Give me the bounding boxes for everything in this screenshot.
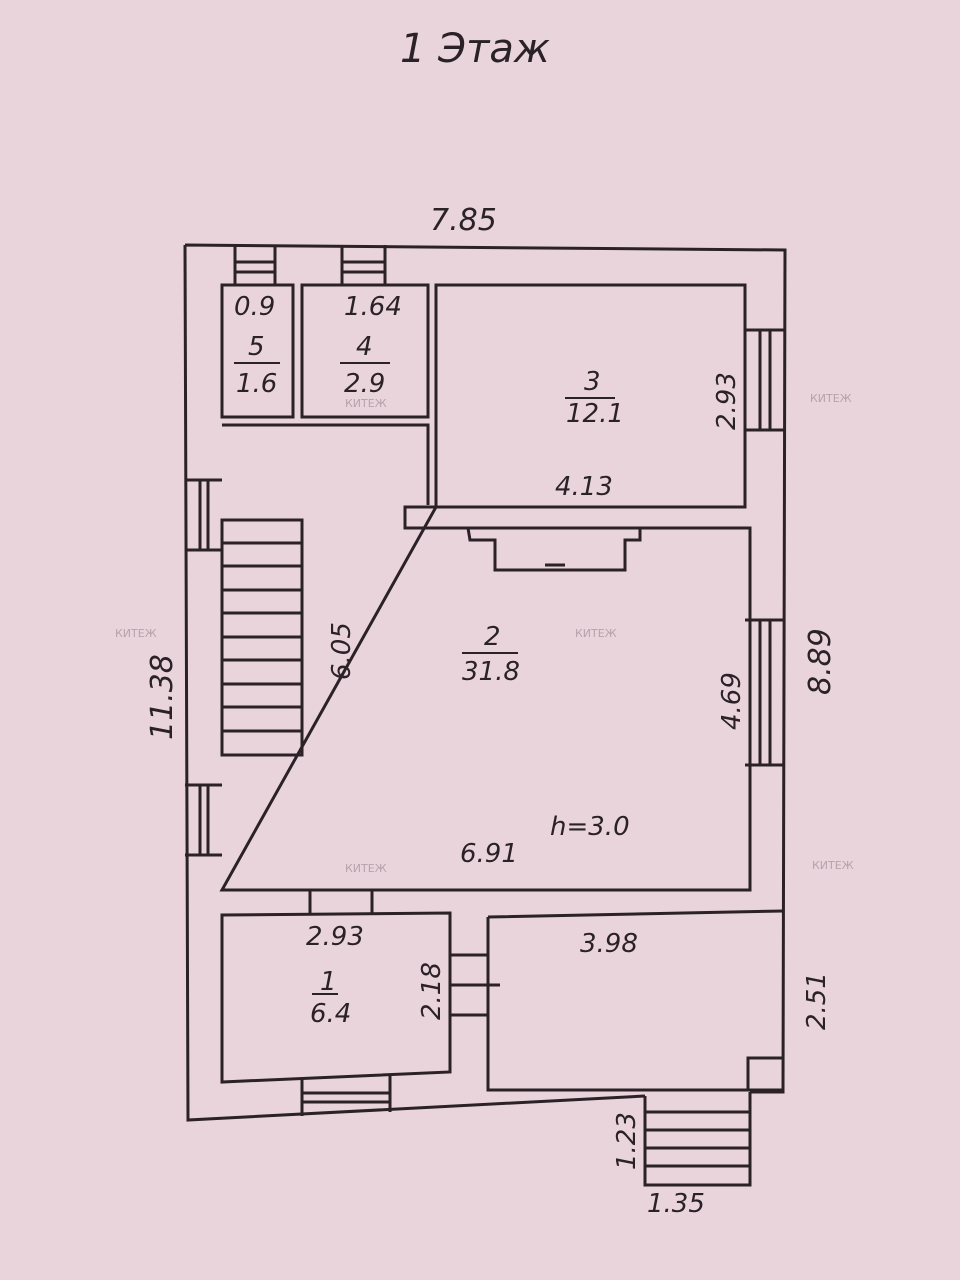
watermark: КИТЕЖ: [575, 627, 617, 640]
plan-title: 1 Этаж: [400, 26, 550, 72]
porch-length: 1.23: [612, 1112, 642, 1170]
room-4: [300, 283, 430, 419]
room3-number: 3: [584, 367, 601, 397]
room1-depth: 2.18: [417, 962, 447, 1020]
outer-wall: [183, 243, 787, 1122]
fireplace: [466, 527, 642, 572]
porch-width: 1.35: [647, 1189, 705, 1219]
room2-height: h=3.0: [550, 812, 630, 842]
watermark: КИТЕЖ: [115, 627, 157, 640]
room6-depth: 2.51: [802, 972, 832, 1030]
watermark: КИТЕЖ: [810, 392, 852, 405]
room3-area: 12.1: [566, 399, 624, 429]
room2-right-depth: 4.69: [717, 672, 747, 730]
watermark: КИТЕЖ: [812, 859, 854, 872]
room3-width: 4.13: [555, 472, 613, 502]
room-6: [486, 909, 784, 1092]
door-room2-room1: [308, 890, 374, 915]
room4-number: 4: [356, 332, 373, 362]
room2-depth: 6.05: [327, 622, 357, 680]
room1-number: 1: [320, 967, 337, 997]
watermark: КИТЕЖ: [345, 397, 387, 410]
overall-width: 7.85: [430, 203, 497, 238]
room5-width: 0.9: [234, 292, 275, 322]
room-3: [434, 283, 747, 509]
door-room1-room6: [450, 953, 500, 1017]
room1-area: 6.4: [310, 999, 351, 1029]
right-side-length: 8.89: [803, 628, 838, 695]
room-1: [220, 911, 452, 1084]
room6-width: 3.98: [580, 929, 638, 959]
room2-width: 6.91: [460, 839, 518, 869]
watermark: КИТЕЖ: [345, 862, 387, 875]
windows: [185, 245, 785, 1116]
room4-area: 2.9: [344, 369, 385, 399]
staircase: [220, 518, 304, 757]
room2-number: 2: [484, 622, 501, 652]
room-5: [220, 283, 295, 419]
room3-depth: 2.93: [712, 372, 742, 430]
room2-area: 31.8: [462, 657, 520, 687]
room4-width: 1.64: [344, 292, 402, 322]
porch-steps: [643, 1092, 752, 1187]
room5-area: 1.6: [236, 369, 277, 399]
room-2: [219, 423, 752, 892]
room5-number: 5: [248, 332, 265, 362]
overall-length: 11.38: [145, 654, 180, 740]
room1-width: 2.93: [306, 922, 364, 952]
